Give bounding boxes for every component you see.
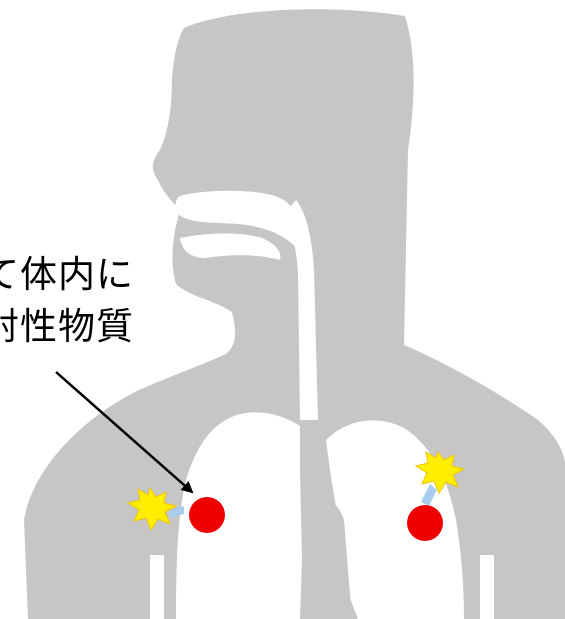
left-arm-gap xyxy=(150,555,164,619)
caption-line-1: て体内に xyxy=(0,255,134,295)
right-radioactive-particle xyxy=(407,505,443,541)
right-arm-gap xyxy=(480,555,494,619)
caption-line-2: 射性物質 xyxy=(0,307,134,347)
left-radioactive-particle xyxy=(189,497,225,533)
